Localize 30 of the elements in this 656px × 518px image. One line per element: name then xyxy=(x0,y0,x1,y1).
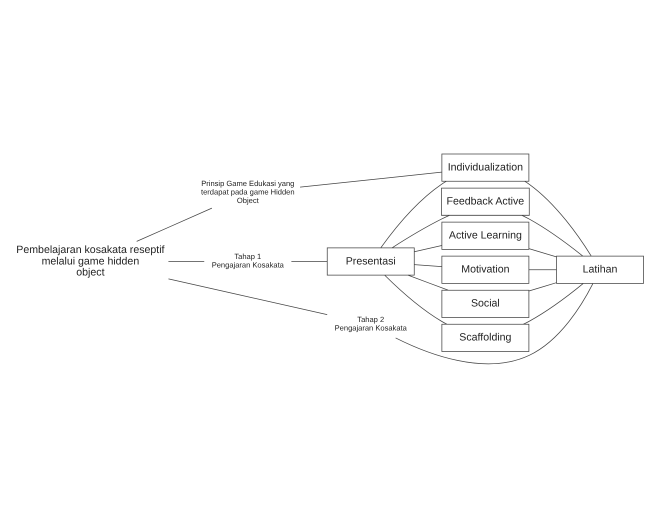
connector xyxy=(528,248,557,258)
connector xyxy=(136,208,212,242)
connector xyxy=(522,215,584,256)
connector xyxy=(408,274,448,291)
connector xyxy=(384,274,448,325)
connector xyxy=(168,261,205,262)
connector xyxy=(528,269,557,270)
connector xyxy=(291,261,328,262)
connector xyxy=(414,245,442,252)
node-box: Feedback Active xyxy=(441,188,530,216)
connector xyxy=(300,172,442,188)
connector xyxy=(414,264,442,268)
connector xyxy=(380,180,447,248)
connector xyxy=(395,283,594,364)
node-text: Tahap 2 Pengajaran Kosakata xyxy=(334,315,407,332)
connector xyxy=(168,278,328,315)
connector xyxy=(522,283,584,325)
connector xyxy=(524,180,592,256)
connector xyxy=(528,282,557,292)
node-box: Social xyxy=(442,290,530,318)
node-text: Prinsip Game Edukasi yang terdapat pada game Hidden Object xyxy=(201,179,295,205)
node-text: Tahap 1 Pengajaran Kosakata xyxy=(212,252,284,270)
node-box: Individualization xyxy=(442,154,530,182)
node-box: Scaffolding xyxy=(442,324,530,352)
node-text: Pembelajaran kosakata reseptif melalui game hidden object xyxy=(16,244,165,279)
node-box: Latihan xyxy=(556,256,644,284)
node-box: Active Learning xyxy=(442,222,530,250)
node-box: Motivation xyxy=(442,256,530,284)
connector xyxy=(392,215,450,248)
node-box: Presentasi xyxy=(326,247,415,276)
